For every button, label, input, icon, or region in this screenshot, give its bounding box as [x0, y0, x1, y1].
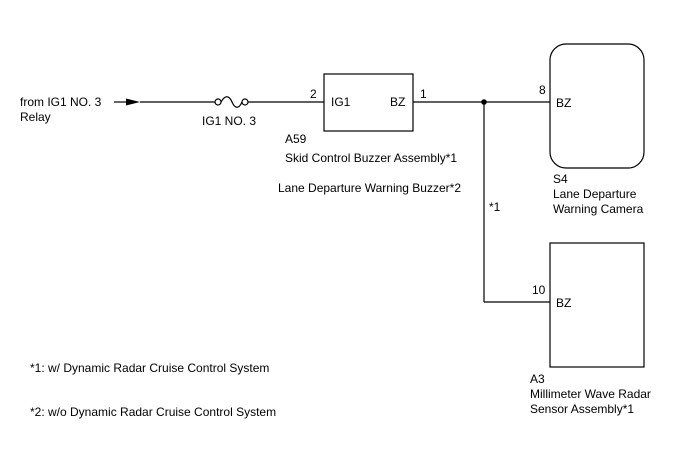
- camera-pin-label: BZ: [556, 96, 571, 110]
- branch-note: *1: [489, 200, 501, 214]
- camera-name-line1: Lane Departure: [553, 187, 637, 201]
- source-arrow-head: [126, 98, 140, 106]
- footnote-2: *2: w/o Dynamic Radar Cruise Control Sys…: [30, 405, 276, 419]
- buzzer-pin-in-label: IG1: [331, 95, 351, 109]
- camera-name-line2: Warning Camera: [553, 202, 644, 216]
- buzzer-pin-out-label: BZ: [390, 95, 405, 109]
- radar-name-line1: Millimeter Wave Radar: [530, 387, 651, 401]
- source-label-line1: from IG1 NO. 3: [20, 95, 102, 109]
- camera-box: [549, 43, 645, 169]
- camera-code: S4: [553, 172, 568, 186]
- fuse-symbol: [214, 96, 249, 108]
- buzzer-pin-in-number: 2: [310, 87, 317, 101]
- footnote-1: *1: w/ Dynamic Radar Cruise Control Syst…: [30, 361, 269, 375]
- radar-code: A3: [530, 372, 545, 386]
- fuse-label: IG1 NO. 3: [202, 114, 256, 128]
- buzzer-pin-out-number: 1: [420, 87, 427, 101]
- radar-pin-label: BZ: [556, 296, 571, 310]
- radar-box: [549, 242, 645, 368]
- buzzer-name-line2: Lane Departure Warning Buzzer*2: [278, 181, 461, 195]
- source-label-line2: Relay: [20, 110, 51, 124]
- buzzer-box: [323, 73, 414, 132]
- buzzer-code: A59: [285, 132, 307, 146]
- buzzer-name-line1: Skid Control Buzzer Assembly*1: [285, 151, 457, 165]
- radar-pin-number: 10: [532, 283, 546, 297]
- camera-pin-number: 8: [539, 83, 546, 97]
- radar-name-line2: Sensor Assembly*1: [530, 402, 634, 416]
